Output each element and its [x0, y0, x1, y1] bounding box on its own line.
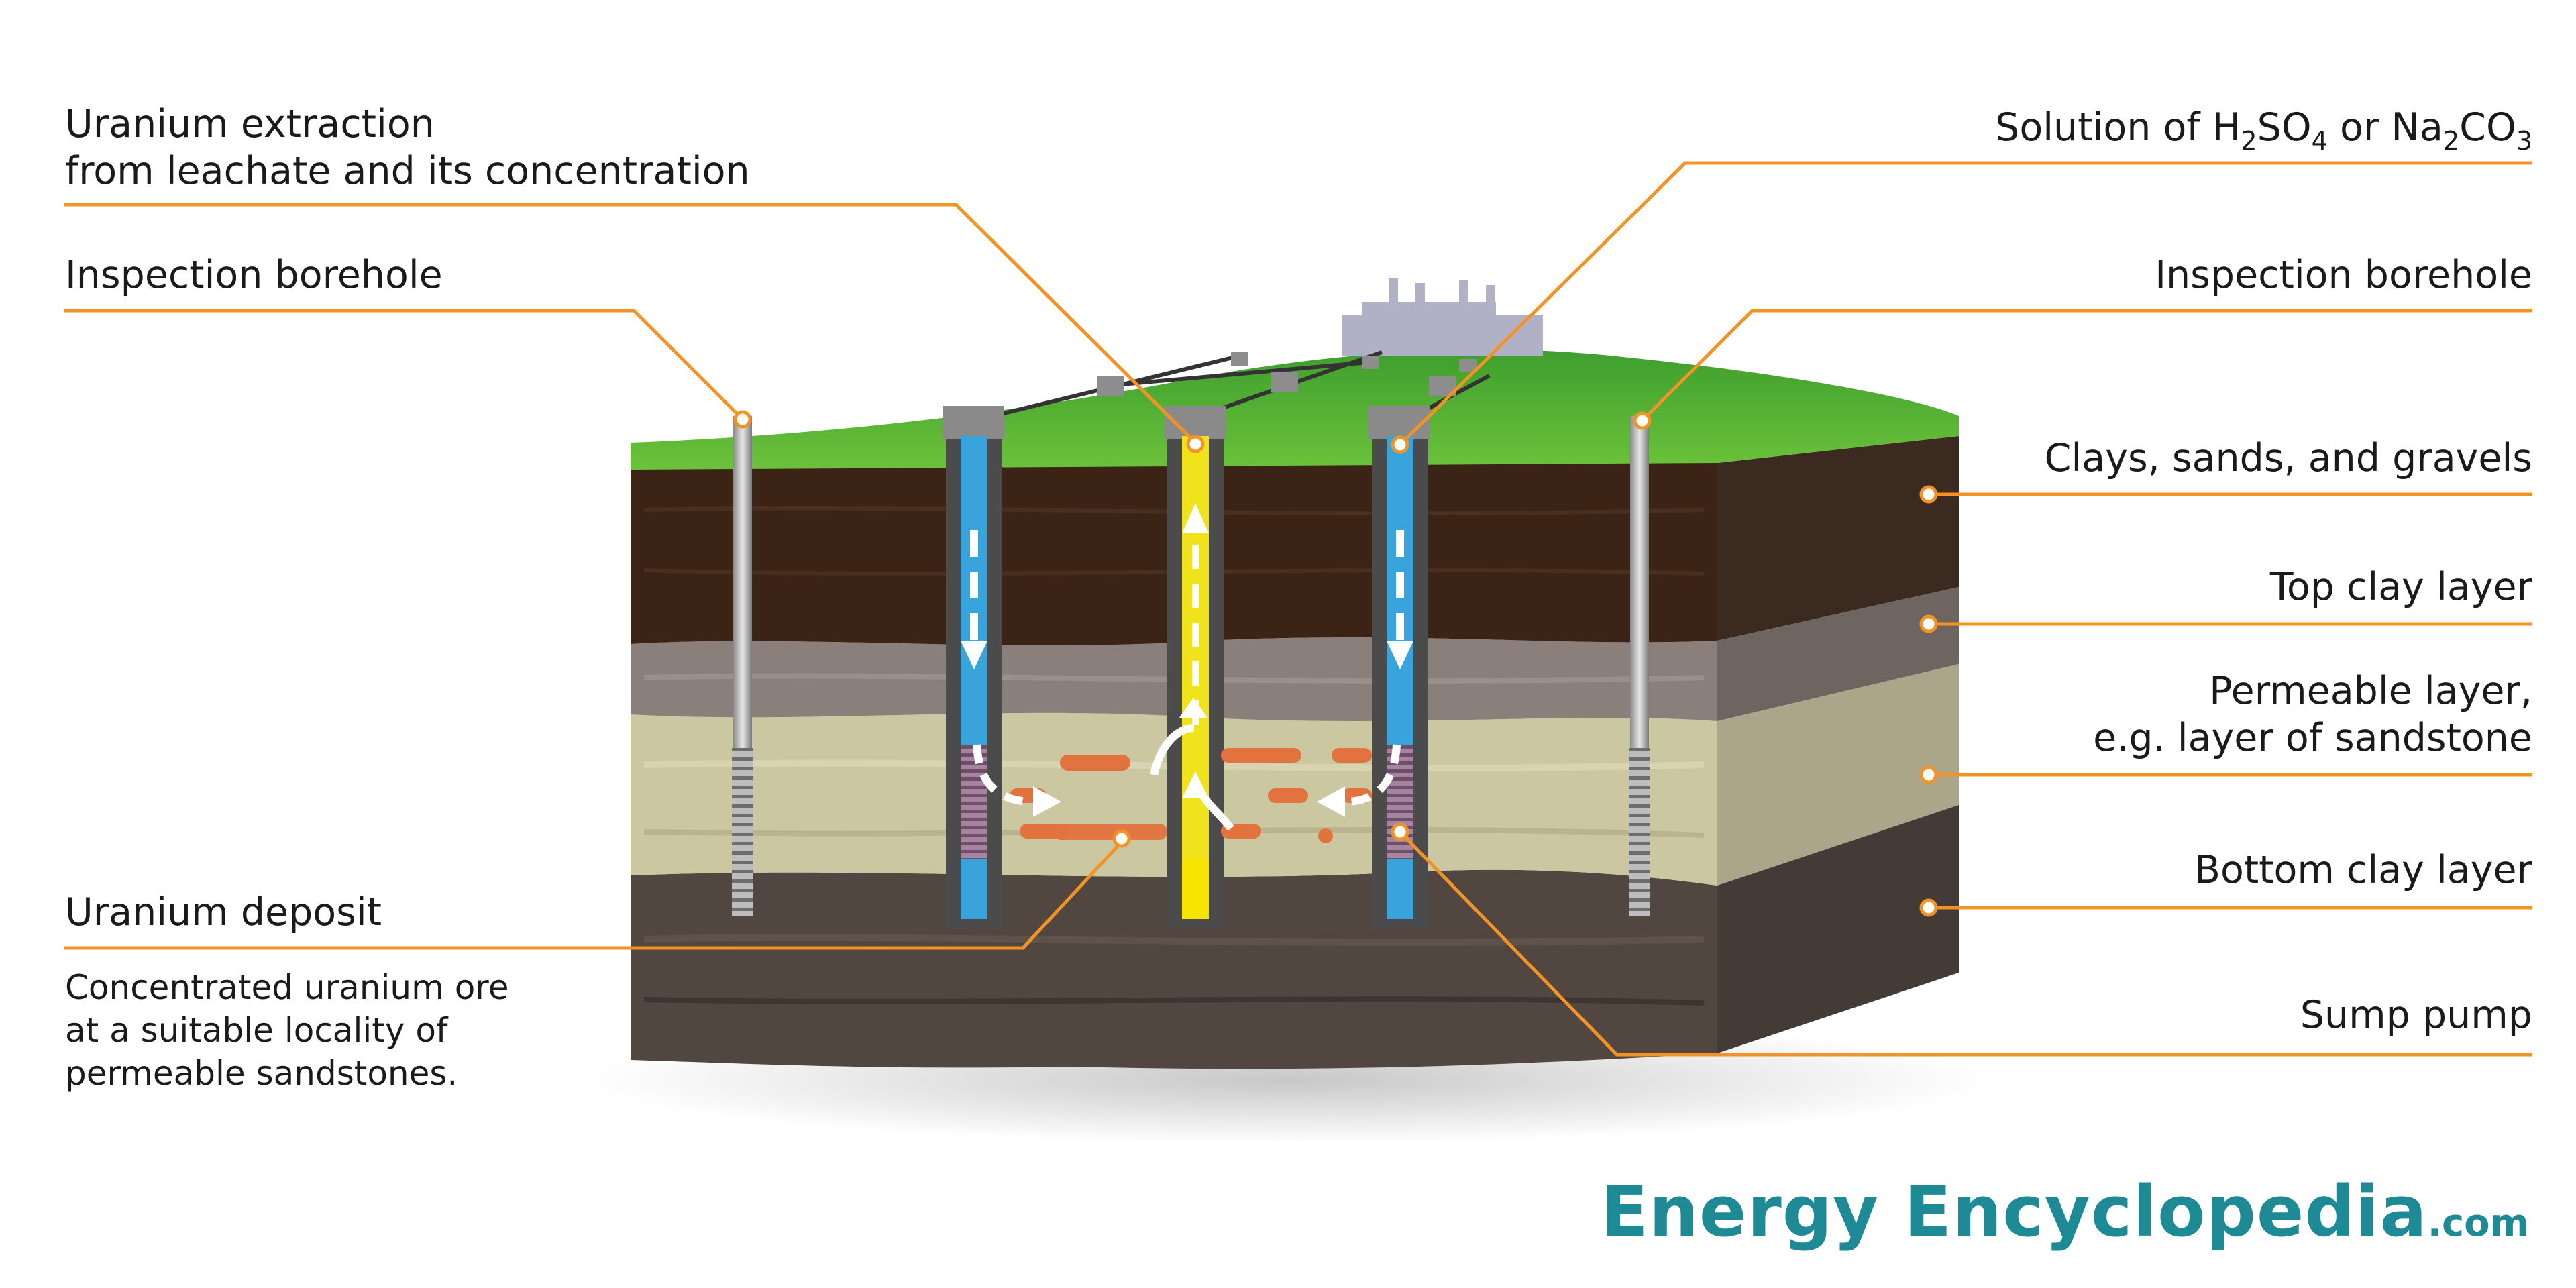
injection-well-right — [1368, 406, 1430, 929]
uranium-deposit-description: Concentrated uranium ore at a suitable l… — [65, 968, 509, 1093]
injection-well-left — [943, 406, 1004, 929]
block-side-face — [1717, 436, 1959, 1053]
solution-sub-1: 2 — [2241, 126, 2257, 156]
inspection-borehole-right — [1629, 416, 1650, 916]
solution-sub-4: 3 — [2516, 126, 2532, 156]
brand-logo-tld: .com — [2427, 1201, 2529, 1245]
processing-plant-icon — [1342, 278, 1543, 356]
uranium-ore — [1010, 748, 1372, 843]
label-permeable-line1: Permeable layer, — [2209, 669, 2532, 713]
label-clays-sands-gravels: Clays, sands, and gravels — [2044, 436, 2532, 480]
solution-text-h: Solution of H — [1995, 105, 2241, 150]
label-permeable-line2: e.g. layer of sandstone — [2093, 716, 2532, 760]
solution-text-na: or Na — [2327, 105, 2443, 150]
solution-sub-2: 4 — [2311, 126, 2328, 156]
inspection-borehole-left — [732, 416, 753, 916]
solution-sub-3: 2 — [2443, 126, 2460, 156]
label-bottom-clay-layer: Bottom clay layer — [2194, 848, 2532, 892]
label-uranium-extraction-line2: from leachate and its concentration — [65, 149, 750, 193]
label-uranium-extraction: Uranium extraction from leachate and its… — [65, 101, 750, 195]
label-uranium-deposit: Uranium deposit — [65, 890, 382, 934]
surface-valves — [1097, 352, 1477, 396]
solution-text-so: SO — [2257, 105, 2312, 150]
label-top-clay-layer: Top clay layer — [2269, 565, 2532, 609]
leader-endpoints — [733, 410, 1938, 917]
label-inspection-borehole-left: Inspection borehole — [65, 253, 443, 297]
label-permeable-layer: Permeable layer, e.g. layer of sandstone — [2093, 667, 2532, 761]
leader-lines — [64, 161, 2532, 1057]
label-sump-pump: Sump pump — [2300, 993, 2532, 1037]
brand-logo: Energy Encyclopedia.com — [1601, 1171, 2529, 1252]
brand-logo-main: Energy Encyclopedia — [1600, 1171, 2428, 1252]
label-inspection-borehole-right: Inspection borehole — [2155, 253, 2532, 297]
label-uranium-extraction-line1: Uranium extraction — [65, 102, 435, 146]
solution-text-co: CO — [2459, 105, 2516, 150]
label-leaching-solution: Solution of H2SO4 or Na2CO3 — [1995, 104, 2532, 154]
bottom-clay-layer — [631, 869, 1717, 1069]
flow-arrow-heads — [961, 503, 1413, 817]
